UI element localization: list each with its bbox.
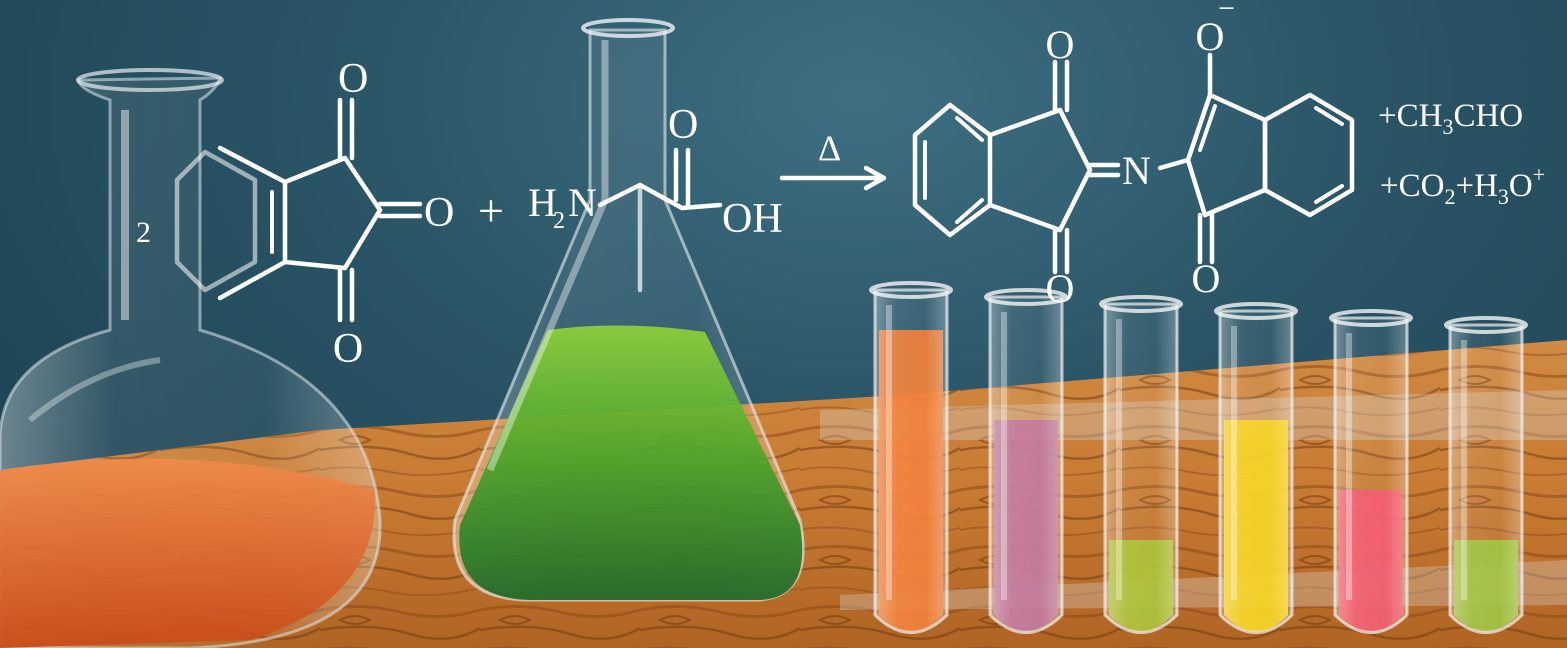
tube-rim xyxy=(1099,295,1183,313)
r1-oxygen-top: O xyxy=(338,56,368,102)
tube-rim xyxy=(869,281,953,299)
p-oxygen-charge: − xyxy=(1218,0,1235,25)
r1-oxygen-right: O xyxy=(424,190,454,236)
tube-glass xyxy=(1103,302,1179,634)
tube-glass xyxy=(1448,323,1524,634)
test-tube xyxy=(984,288,1068,634)
tube-glass xyxy=(873,288,949,634)
test-tubes xyxy=(869,281,1528,634)
r2-amine-n: N xyxy=(568,180,597,225)
r1-ring-label: 2 xyxy=(136,216,151,249)
round-bottom-flask xyxy=(0,68,382,648)
reactant-2-structure xyxy=(597,147,723,293)
p-oxygen-left-top: O xyxy=(1046,22,1075,67)
tube-glass xyxy=(1218,309,1294,634)
test-tube xyxy=(869,281,953,634)
r2-hydroxyl: OH xyxy=(722,196,783,242)
heat-symbol: Δ xyxy=(818,128,841,168)
reactant-1-structure xyxy=(174,97,423,323)
tube-glass xyxy=(1333,316,1409,634)
byproduct-co2-h3o: +CO2+H3O+ xyxy=(1380,162,1545,209)
tube-rim xyxy=(1329,309,1413,327)
test-tube xyxy=(1214,302,1298,634)
r2-amine-subscript: 2 xyxy=(553,208,565,234)
product-structure xyxy=(912,52,1355,275)
bp2-part-b: +H xyxy=(1455,168,1497,204)
test-tube xyxy=(1099,295,1183,634)
p-oxygen-right-top: O xyxy=(1196,14,1225,59)
p-imine-nitrogen: N xyxy=(1122,148,1151,193)
tube-rim xyxy=(1444,316,1528,334)
test-tube xyxy=(1329,309,1413,634)
r1-oxygen-bottom: O xyxy=(333,326,363,372)
bp2-sup-c: + xyxy=(1533,162,1545,187)
bp2-sub-b: 3 xyxy=(1498,184,1509,209)
tube-rim xyxy=(1214,302,1298,320)
bp2-part-a: +CO xyxy=(1380,168,1444,204)
plus-sign: + xyxy=(478,185,504,236)
bp1-part-a: +CH xyxy=(1378,98,1442,134)
bp1-sub-a: 3 xyxy=(1442,114,1453,139)
p-oxygen-left-bottom: O xyxy=(1046,266,1075,311)
bp1-part-b: CHO xyxy=(1453,98,1523,134)
test-tube xyxy=(1444,316,1528,634)
tube-rim xyxy=(984,288,1068,306)
erlenmeyer-flask xyxy=(452,18,805,602)
reaction-arrow xyxy=(779,165,887,191)
r2-carbonyl-oxygen: O xyxy=(668,102,698,148)
p-oxygen-right-bottom: O xyxy=(1192,256,1221,301)
r2-amine-h: H xyxy=(528,180,557,225)
bp2-part-c: O xyxy=(1509,168,1533,204)
bp2-sub-a: 2 xyxy=(1444,184,1455,209)
tube-glass xyxy=(988,295,1064,634)
byproduct-acetaldehyde: +CH3CHO xyxy=(1378,98,1523,139)
